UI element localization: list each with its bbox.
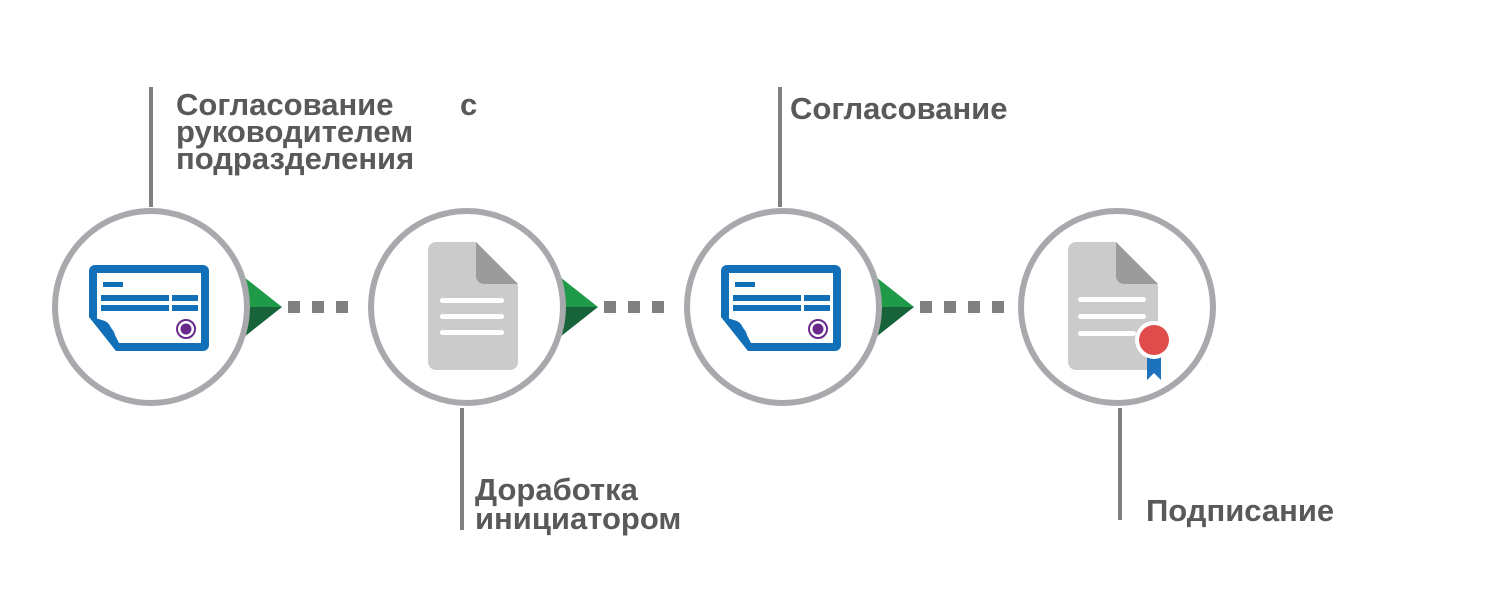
arrow-icon	[560, 277, 598, 307]
step-3	[684, 208, 882, 406]
step-4-label: Подписание	[1146, 493, 1334, 528]
arrow-shadow	[560, 307, 598, 337]
document-icon	[428, 242, 518, 370]
certificate-document-icon	[1068, 242, 1173, 380]
step-3-label: Согласование	[790, 91, 1007, 126]
connector-dot	[968, 301, 980, 313]
step-1-label: Согласование с руководителем подразделен…	[176, 87, 486, 176]
arrow-icon	[876, 277, 914, 307]
connector-dot	[652, 301, 664, 313]
connector-dot	[944, 301, 956, 313]
connector-2	[560, 277, 664, 337]
arrow-shadow	[244, 307, 282, 337]
step-1	[52, 208, 250, 406]
connector-1	[244, 277, 348, 337]
connector-dot	[312, 301, 324, 313]
arrow-shadow	[876, 307, 914, 337]
step-2-label: Доработка инициатором	[475, 472, 681, 536]
connector-dot	[992, 301, 1004, 313]
arrow-icon	[244, 277, 282, 307]
connector-3	[876, 277, 1004, 337]
connector-dot	[604, 301, 616, 313]
document-card-icon	[89, 265, 209, 351]
connector-dot	[920, 301, 932, 313]
connector-dot	[628, 301, 640, 313]
step-2	[368, 208, 566, 406]
connector-dot	[336, 301, 348, 313]
step-4	[1018, 208, 1216, 406]
connector-dot	[288, 301, 300, 313]
document-card-icon	[721, 265, 841, 351]
